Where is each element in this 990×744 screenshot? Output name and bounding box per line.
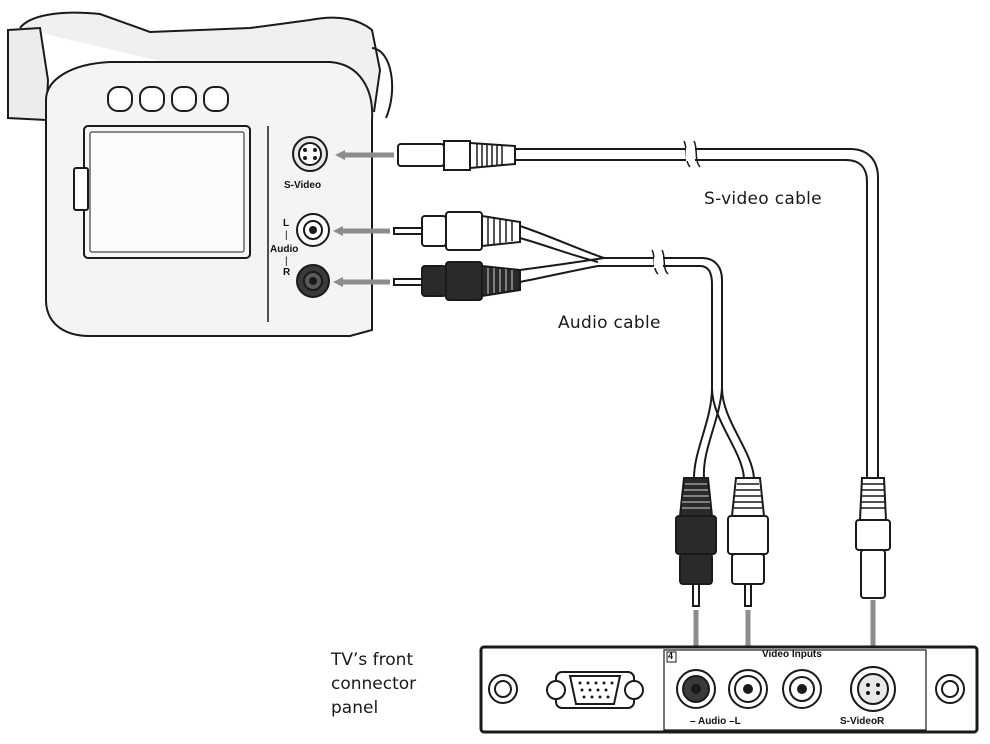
audio-plug-white-tv [727,477,769,607]
audio-plug-dark-camera [393,261,521,301]
tv-input-number: 4 [668,651,674,661]
audio-plug-dark-tv [675,477,717,607]
audio-cable [519,225,755,479]
tv-panel-label: TV’s front connector panel [331,648,416,720]
svideo-plug-tv [855,477,891,599]
camera-audio-l-tick: | [285,230,288,241]
camcorder-buttons [107,86,229,112]
svideo-cable [513,140,879,478]
tv-front-panel [479,645,979,734]
camera-svideo-jack [292,136,328,172]
camera-audio-r-tick: | [285,256,288,267]
svideo-cable-break [686,148,695,161]
camera-audio-label: Audio [270,244,299,255]
audio-cable-break [654,257,663,268]
audio-cable-label: Audio cable [558,313,661,333]
tv-panel-label-line: TV’s front [331,650,414,670]
tv-video-inputs-label: Video Inputs [762,649,822,660]
tv-audio-l-jack [728,669,768,709]
tv-audio-jacks-label: – Audio –L [690,716,741,727]
tv-panel-label-line: connector [331,674,417,694]
svideo-cable-label: S-video cable [704,189,822,209]
camcorder [7,11,394,337]
camera-audio-r-jack [296,264,330,298]
tv-audio-dark-jack [676,669,716,709]
tv-svideo-jack-label: S-VideoR [840,716,885,727]
tv-jack-right [935,674,965,704]
audio-plug-white-camera [393,211,521,251]
tv-panel-label-line: panel [331,698,379,718]
tv-vga-connector [546,671,644,709]
tv-svideo-jack [850,666,896,712]
camera-audio-l-label: L [283,218,290,229]
camera-audio-l-jack [296,213,330,247]
tv-jack-left [488,674,518,704]
camera-audio-r-label: R [283,267,291,278]
tv-video-jack [782,669,822,709]
svideo-plug-camera [397,140,516,171]
camera-svideo-label: S-Video [284,180,322,191]
